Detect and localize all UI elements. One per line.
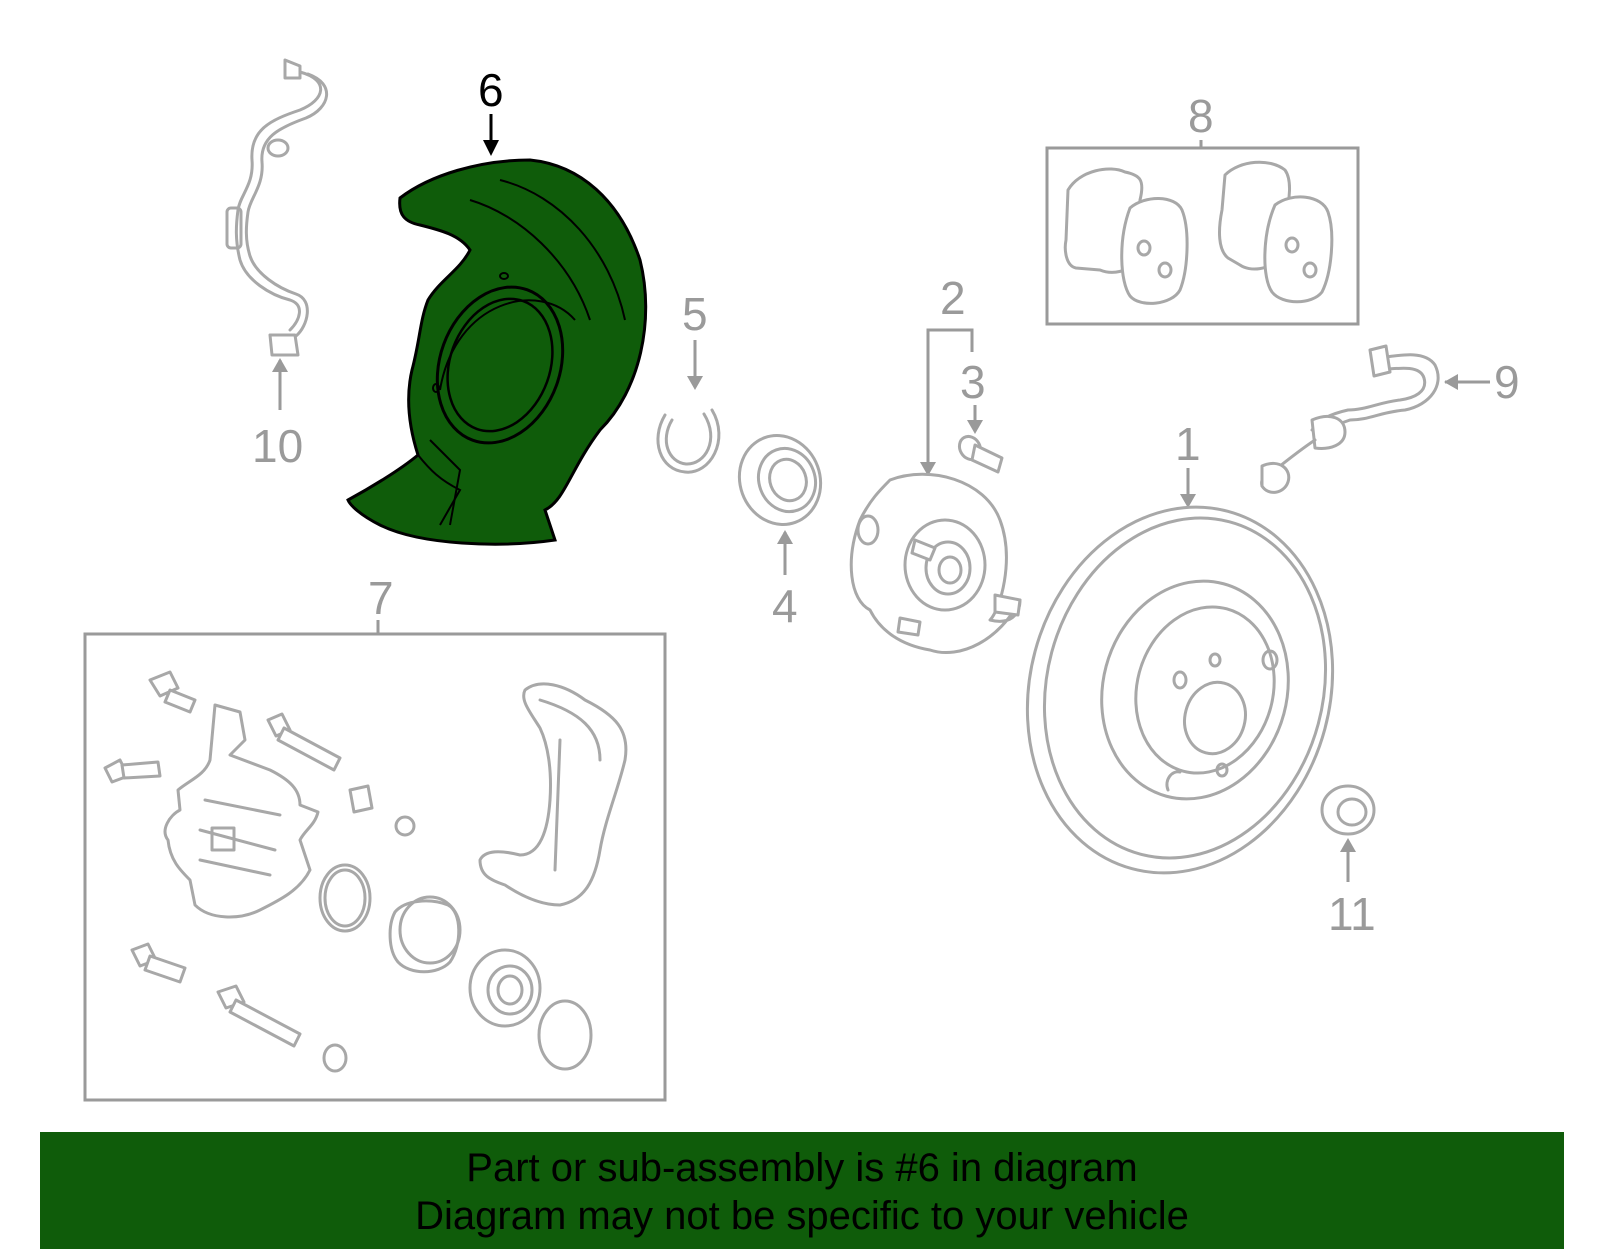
part-9-brake-hose[interactable]: 9 [1260, 344, 1520, 494]
callout-1: 1 [1175, 418, 1201, 470]
callout-4: 4 [772, 580, 798, 632]
callout-3: 3 [960, 356, 986, 408]
part-2-hub[interactable]: 2 [849, 272, 1022, 655]
part-3-bolt[interactable]: 3 [955, 356, 1004, 474]
part-8-brake-pads[interactable]: 8 [1045, 90, 1360, 326]
callout-9: 9 [1494, 356, 1520, 408]
callout-2: 2 [940, 272, 966, 324]
banner-line-1: Part or sub-assembly is #6 in diagram [466, 1146, 1138, 1190]
banner-line-2: Diagram may not be specific to your vehi… [415, 1194, 1189, 1238]
callout-8: 8 [1188, 90, 1214, 142]
callout-11: 11 [1328, 888, 1376, 940]
part-5-snap-ring[interactable]: 5 [656, 288, 721, 474]
dust-shield-shape [346, 158, 648, 546]
part-6-dust-shield[interactable]: 6 [346, 64, 648, 546]
part-7-caliper-assembly[interactable]: 7 [83, 572, 667, 1102]
part-11-nut[interactable]: 11 [1320, 784, 1376, 940]
callout-10: 10 [252, 420, 303, 472]
part-1-rotor[interactable]: 1 [987, 418, 1373, 908]
callout-7: 7 [368, 572, 394, 624]
callout-6: 6 [478, 64, 504, 116]
info-banner: Part or sub-assembly is #6 in diagram Di… [40, 1132, 1564, 1249]
part-10-abs-sensor-wire[interactable]: 10 [225, 58, 329, 472]
part-4-bearing[interactable]: 4 [727, 424, 833, 632]
callout-5: 5 [682, 288, 708, 340]
